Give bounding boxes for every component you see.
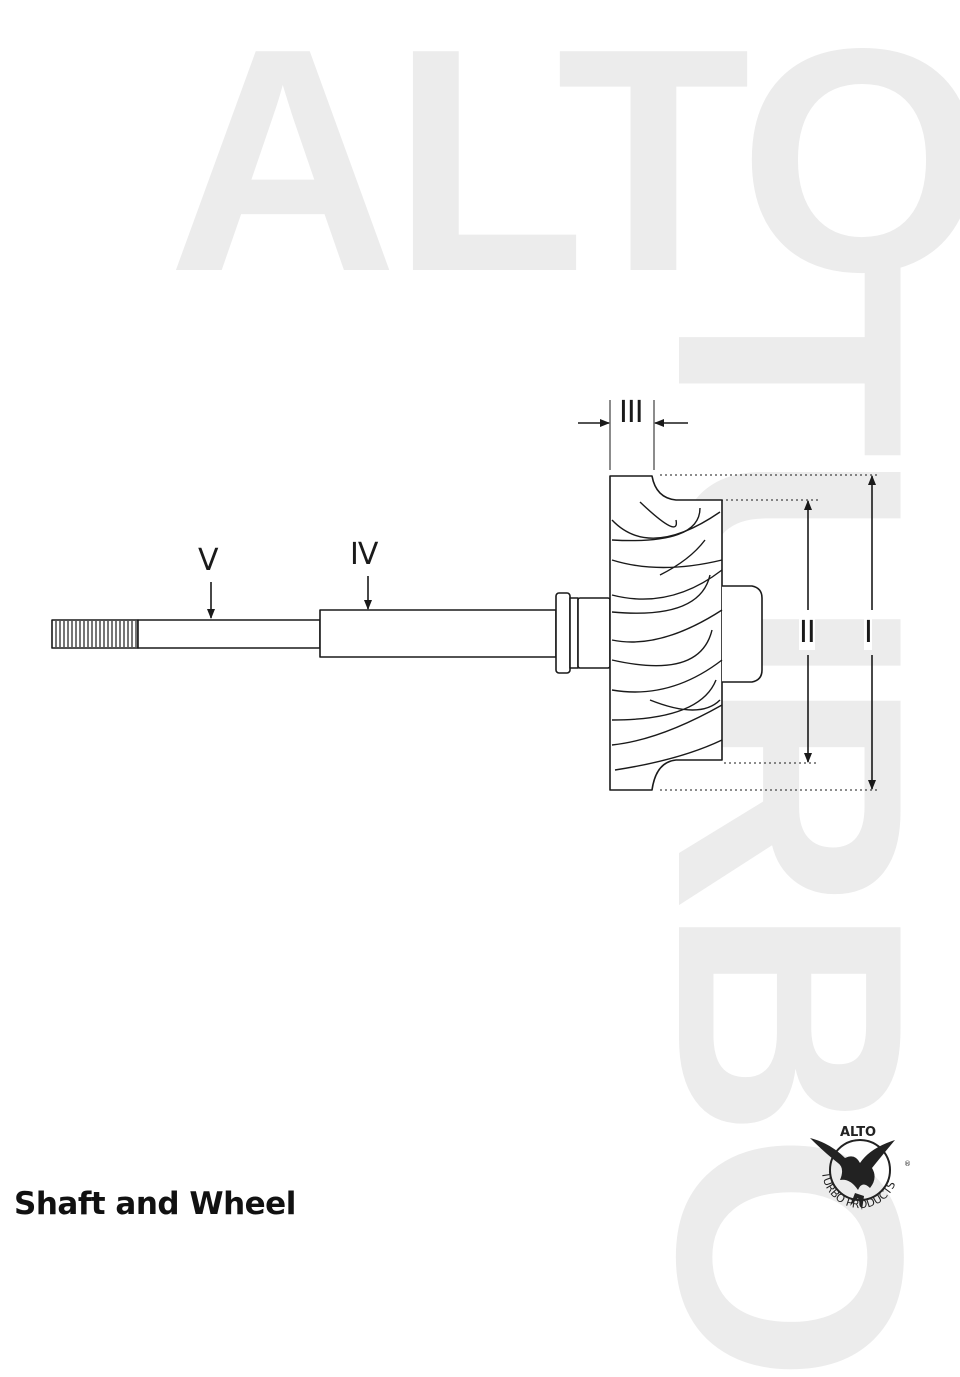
hub-nose: [722, 585, 763, 683]
label-iv: IV: [350, 537, 378, 572]
shaft-thick: [319, 609, 557, 658]
label-i: I: [864, 615, 873, 650]
caption-title: Shaft and Wheel: [14, 1186, 296, 1222]
label-ii: II: [799, 615, 816, 650]
logo-top-text: ALTO: [840, 1125, 876, 1140]
collar-2: [569, 597, 579, 669]
blades: [611, 501, 723, 771]
logo-registered-mark: ®: [904, 1160, 911, 1168]
shaft-wheel-diagram: [51, 400, 880, 791]
collar-1: [555, 592, 571, 674]
label-v: V: [198, 543, 219, 578]
eagle-icon: [810, 1138, 895, 1210]
turbine-wheel: [609, 475, 723, 791]
collar-3: [577, 597, 611, 669]
alto-turbo-products-logo: ALTO TURBO PRODUCTS ®: [810, 1125, 911, 1211]
threaded-tip: [51, 619, 139, 649]
watermark-alto: ALTO: [168, 0, 960, 338]
shaft-thin: [137, 619, 321, 649]
label-iii: III: [619, 395, 644, 430]
